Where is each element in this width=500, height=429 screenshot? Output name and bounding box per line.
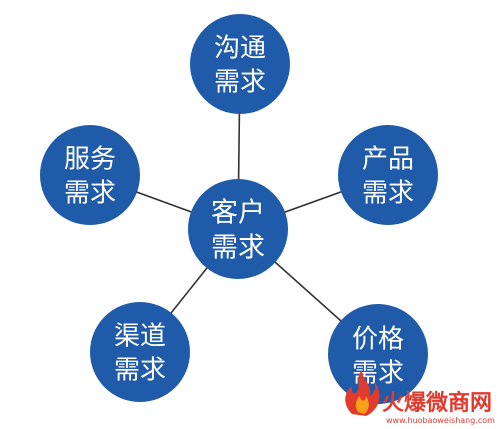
center-circle — [188, 179, 288, 279]
node-label-line1: 渠道 — [114, 322, 166, 352]
node-circle — [190, 14, 290, 114]
node-label-line2: 需求 — [114, 356, 166, 386]
node-circle — [40, 125, 140, 225]
flame-logo-icon — [345, 370, 380, 416]
node-label-line2: 需求 — [362, 179, 414, 209]
node-label-line1: 价格 — [352, 325, 404, 355]
node-communication-needs: 沟通 需求 — [190, 14, 290, 114]
node-label-line2: 需求 — [64, 179, 116, 209]
node-product-needs: 产品 需求 — [338, 125, 438, 225]
watermark-logo: 火爆 微商网 www.huobaoweishang.com — [345, 370, 495, 425]
watermark-url: www.huobaoweishang.com — [386, 416, 495, 425]
node-label-line1: 产品 — [362, 145, 414, 175]
node-label-line1: 服务 — [64, 145, 116, 175]
node-label-line2: 需求 — [214, 68, 266, 98]
watermark-brand-part1: 火爆 — [382, 391, 427, 416]
center-node-customer-needs: 客户 需求 — [188, 179, 288, 279]
center-label-line1: 客户 — [211, 198, 265, 229]
node-circle — [328, 304, 428, 404]
node-label-line1: 沟通 — [214, 34, 266, 64]
node-circle — [338, 125, 438, 225]
watermark-brand-part2: 微商网 — [425, 390, 492, 416]
node-circle — [90, 302, 190, 402]
center-label-line2: 需求 — [211, 233, 265, 264]
node-channel-needs: 渠道 需求 — [90, 302, 190, 402]
node-service-needs: 服务 需求 — [40, 125, 140, 225]
